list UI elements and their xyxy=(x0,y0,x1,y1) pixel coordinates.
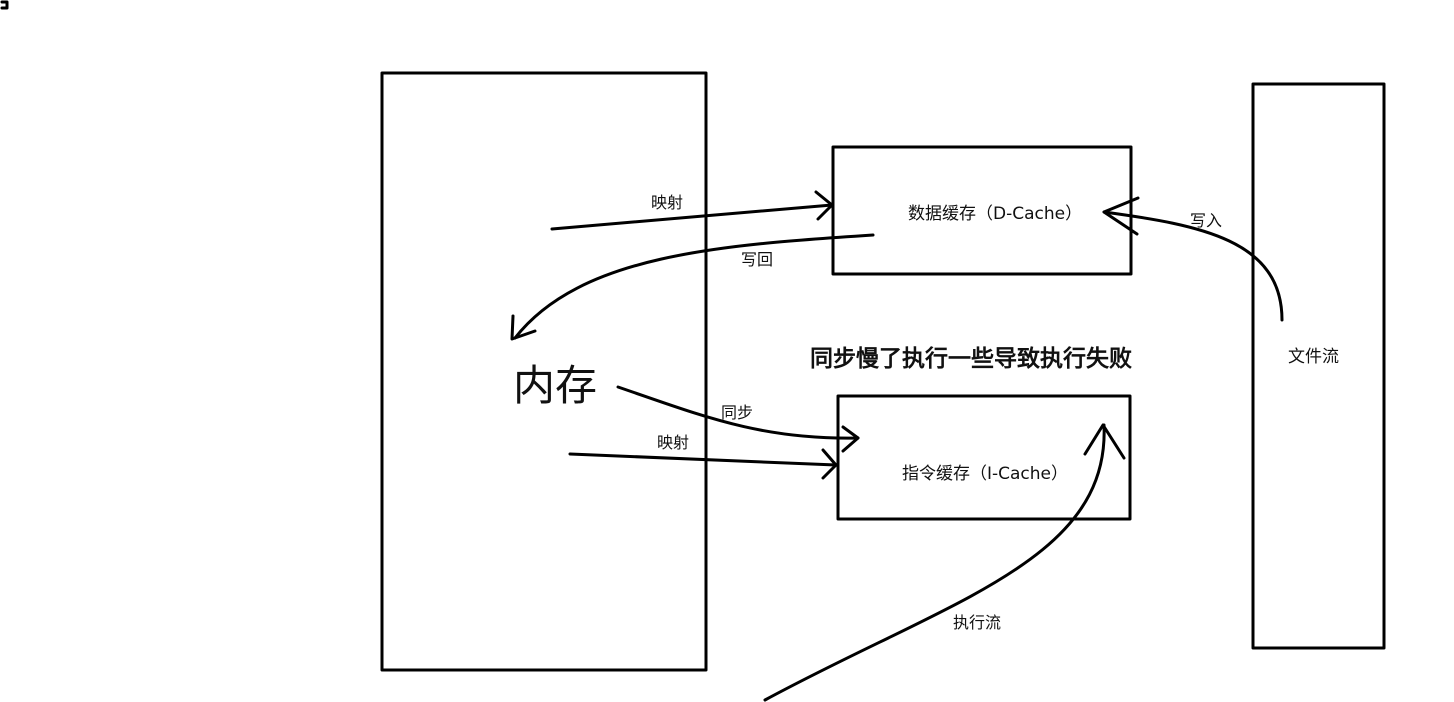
sync-label: 同步 xyxy=(721,403,753,422)
exec-stream-label: 执行流 xyxy=(953,613,1001,632)
map-icache-arrowhead xyxy=(821,448,838,480)
filestream-box xyxy=(1251,82,1386,650)
write-in-arrowhead xyxy=(1102,196,1140,236)
note-text: 同步慢了执行一些导致执行失败 xyxy=(810,345,1132,372)
writeback-arrowhead xyxy=(510,314,537,341)
dcache-box xyxy=(831,145,1133,276)
map-dcache-label: 映射 xyxy=(651,193,683,212)
map-dcache-arrowhead xyxy=(814,190,834,221)
exec-stream-arrow xyxy=(763,423,1106,702)
icache-box xyxy=(836,394,1132,521)
corner-mark xyxy=(0,0,9,10)
filestream-label: 文件流 xyxy=(1288,347,1339,367)
writeback-arrow xyxy=(513,233,875,340)
map-dcache-arrow xyxy=(550,203,834,231)
sync-arrowhead xyxy=(841,425,860,453)
exec-stream-arrowhead xyxy=(1083,423,1126,460)
sync-arrow xyxy=(616,385,860,440)
write-in-arrow xyxy=(1102,210,1284,322)
icache-label: 指令缓存（I-Cache） xyxy=(902,464,1068,484)
dcache-label: 数据缓存（D-Cache） xyxy=(908,204,1082,224)
write-in-label: 写入 xyxy=(1190,211,1222,230)
memory-label: 内存 xyxy=(513,361,597,410)
memory-box xyxy=(380,71,708,672)
map-icache-arrow xyxy=(568,452,838,467)
writeback-label: 写回 xyxy=(741,250,773,269)
map-icache-label: 映射 xyxy=(657,433,689,452)
